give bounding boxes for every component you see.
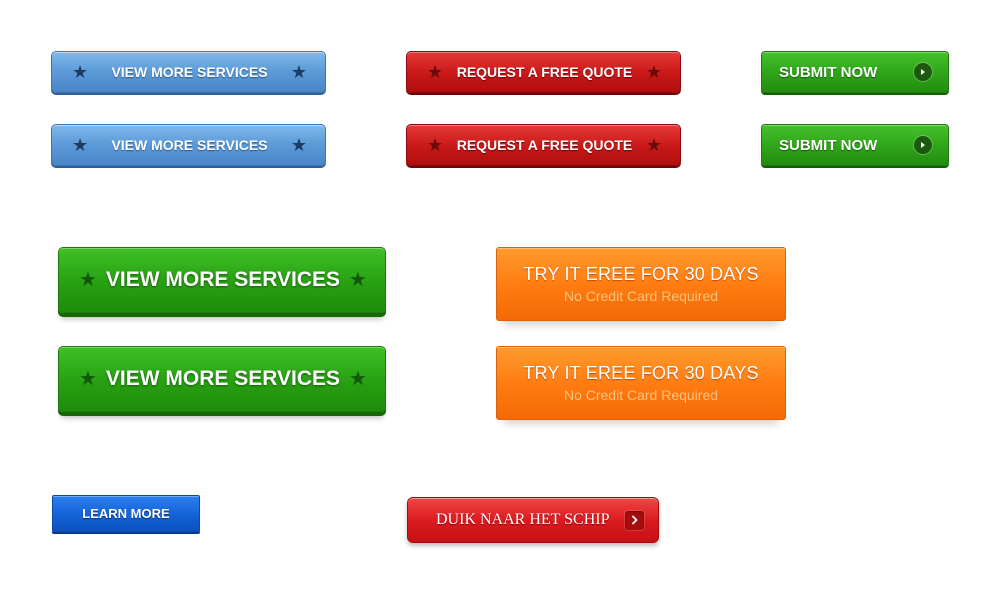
star-icon: ★ xyxy=(290,135,307,155)
star-icon: ★ xyxy=(290,62,307,82)
star-icon: ★ xyxy=(645,135,662,155)
view-more-services-button-2[interactable]: ★ VIEW MORE SERVICES ★ xyxy=(51,124,326,166)
button-label: VIEW MORE SERVICES xyxy=(111,137,268,153)
arrow-right-icon xyxy=(914,63,932,81)
button-label: VIEW MORE SERVICES xyxy=(105,268,341,291)
star-icon: ★ xyxy=(349,368,367,390)
arrow-right-icon xyxy=(914,136,932,154)
button-label: SUBMIT NOW xyxy=(779,136,878,154)
button-label: VIEW MORE SERVICES xyxy=(105,367,341,390)
star-icon: ★ xyxy=(79,368,97,390)
learn-more-button[interactable]: LEARN MORE xyxy=(52,495,200,532)
star-icon: ★ xyxy=(349,269,367,291)
button-label: LEARN MORE xyxy=(82,506,170,521)
star-icon: ★ xyxy=(427,62,444,82)
view-more-services-large-button-1[interactable]: ★ VIEW MORE SERVICES ★ xyxy=(58,247,386,313)
button-label: REQUEST A FREE QUOTE xyxy=(456,64,633,80)
duik-naar-het-schip-button[interactable]: DUIK NAAR HET SCHIP xyxy=(407,497,659,543)
button-label: VIEW MORE SERVICES xyxy=(111,64,268,80)
button-label: SUBMIT NOW xyxy=(779,63,878,81)
trial-title: TRY IT EREE FOR 30 DAYS xyxy=(523,363,759,383)
submit-now-button-1[interactable]: SUBMIT NOW xyxy=(761,51,949,93)
button-label: DUIK NAAR HET SCHIP xyxy=(436,511,610,528)
request-quote-button-1[interactable]: ★ REQUEST A FREE QUOTE ★ xyxy=(406,51,681,93)
free-trial-button-2[interactable]: TRY IT EREE FOR 30 DAYS No Credit Card R… xyxy=(496,346,786,420)
free-trial-button-1[interactable]: TRY IT EREE FOR 30 DAYS No Credit Card R… xyxy=(496,247,786,321)
trial-subtitle: No Credit Card Required xyxy=(563,288,719,304)
chevron-right-icon xyxy=(625,510,644,530)
star-icon: ★ xyxy=(427,135,444,155)
star-icon: ★ xyxy=(79,269,97,291)
view-more-services-button-1[interactable]: ★ VIEW MORE SERVICES ★ xyxy=(51,51,326,93)
submit-now-button-2[interactable]: SUBMIT NOW xyxy=(761,124,949,166)
star-icon: ★ xyxy=(645,62,662,82)
view-more-services-large-button-2[interactable]: ★ VIEW MORE SERVICES ★ xyxy=(58,346,386,412)
star-icon: ★ xyxy=(72,62,89,82)
request-quote-button-2[interactable]: ★ REQUEST A FREE QUOTE ★ xyxy=(406,124,681,166)
trial-subtitle: No Credit Card Required xyxy=(563,387,719,403)
trial-title: TRY IT EREE FOR 30 DAYS xyxy=(523,264,759,284)
star-icon: ★ xyxy=(72,135,89,155)
button-label: REQUEST A FREE QUOTE xyxy=(456,137,633,153)
